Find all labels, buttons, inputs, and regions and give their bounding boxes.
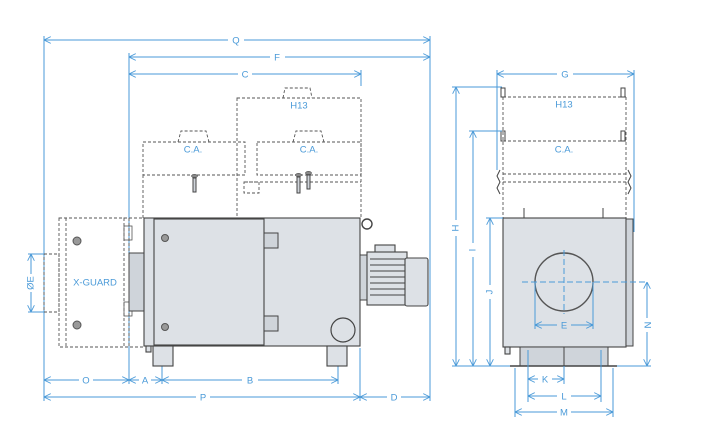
- dim-m-label: M: [560, 408, 568, 419]
- front-body: [502, 208, 648, 367]
- dim-n-label: N: [641, 322, 652, 329]
- fan-cover: [404, 257, 429, 307]
- latch-icon: [192, 177, 197, 193]
- front-view: G H13 C.A.: [451, 70, 653, 419]
- latch-icon: [496, 169, 501, 195]
- dim-l-label: L: [561, 392, 566, 403]
- filter-stack-outline: H13 C.A.: [496, 87, 632, 218]
- dim-g-label: G: [561, 70, 568, 81]
- motor: [359, 244, 429, 307]
- dim-f-label: F: [274, 53, 280, 64]
- ca-right-label: C.A.: [300, 145, 318, 156]
- dim-b-label: B: [247, 376, 253, 387]
- latch-icon: [306, 174, 311, 190]
- h13-front-label: H13: [555, 100, 572, 111]
- dim-q-label: Q: [232, 36, 239, 47]
- latch-icon: [296, 176, 301, 194]
- h13-label: H13: [290, 101, 307, 112]
- ca-filter-right-outline: C.A.: [243, 130, 362, 194]
- clamp-icon: [500, 87, 506, 98]
- hinge-icon: [263, 315, 279, 332]
- dim-h-label: H: [451, 224, 462, 231]
- xguard-outline: X-GUARD: [43, 217, 145, 348]
- bolt-icon: [161, 323, 169, 331]
- side-view: Q F C H13 C.A. C.A.: [26, 36, 431, 404]
- inlet-flange: [128, 252, 145, 312]
- pump-body: [128, 217, 373, 367]
- ca-left-label: C.A.: [184, 145, 202, 156]
- clamp-icon: [620, 87, 626, 98]
- xguard-label: X-GUARD: [73, 278, 117, 289]
- access-door: [153, 218, 265, 346]
- dim-j-label: J: [485, 289, 496, 294]
- latch-icon: [627, 169, 632, 195]
- dim-o-label: O: [82, 376, 89, 387]
- ca-front-label: C.A.: [555, 145, 573, 156]
- dim-i-label: I: [468, 249, 479, 252]
- dim-e-dia-label: ØE: [26, 276, 37, 290]
- clamp-icon: [500, 130, 506, 142]
- dim-d-label: D: [391, 393, 398, 404]
- dim-e-label: E: [561, 321, 567, 332]
- clamp-icon: [620, 130, 626, 142]
- sight-glass-icon: [330, 317, 356, 343]
- bolt-icon: [72, 320, 82, 330]
- foot: [326, 345, 348, 367]
- clamp-icon: [123, 225, 133, 241]
- ca-filter-left-outline: C.A.: [142, 130, 246, 218]
- dim-k-label: K: [542, 375, 549, 386]
- dim-a-label: A: [142, 376, 149, 387]
- foot: [152, 345, 174, 367]
- bolt-icon: [161, 234, 169, 242]
- dim-p-label: P: [200, 393, 206, 404]
- lifting-eye-icon: [361, 218, 373, 230]
- dim-c-label: C: [242, 70, 249, 81]
- bolt-icon: [72, 236, 82, 246]
- hinge-icon: [263, 232, 279, 249]
